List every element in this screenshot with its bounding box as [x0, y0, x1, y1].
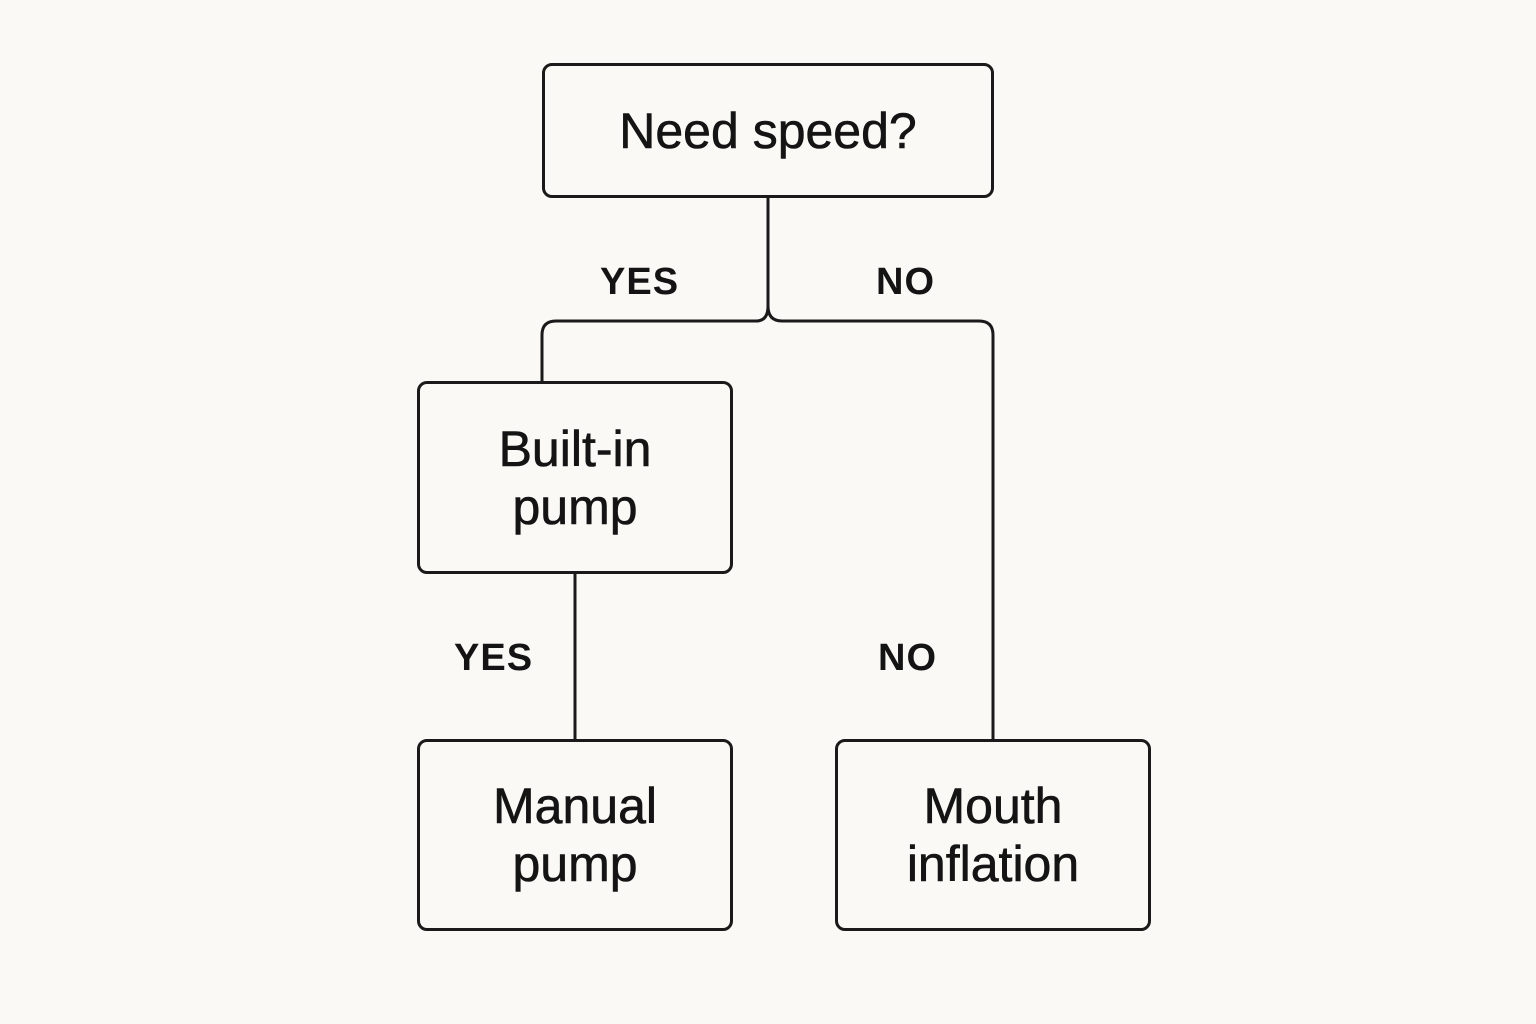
- node-text-line-2: inflation: [906, 836, 1080, 893]
- node-text: Need speed?: [619, 102, 917, 159]
- edge-label-yes: YES: [454, 637, 534, 679]
- decision-need-speed: Need speed?: [542, 63, 994, 198]
- option-manual-pump: Manual pump: [417, 739, 733, 931]
- node-text-line-1: Manual: [493, 778, 658, 835]
- node-text-line-1: Built-in: [498, 420, 652, 477]
- option-mouth-inflation: Mouth inflation: [835, 739, 1151, 931]
- node-text-line-2: pump: [512, 478, 638, 535]
- option-built-in-pump: Built-in pump: [417, 381, 733, 574]
- edge-label-no: NO: [878, 637, 937, 679]
- node-text-line-2: pump: [512, 836, 638, 893]
- edge-label-no: NO: [876, 261, 935, 303]
- edge-label-yes: YES: [600, 261, 680, 303]
- node-text-line-1: Mouth: [923, 778, 1063, 835]
- connector-root-to-no: [766, 304, 995, 741]
